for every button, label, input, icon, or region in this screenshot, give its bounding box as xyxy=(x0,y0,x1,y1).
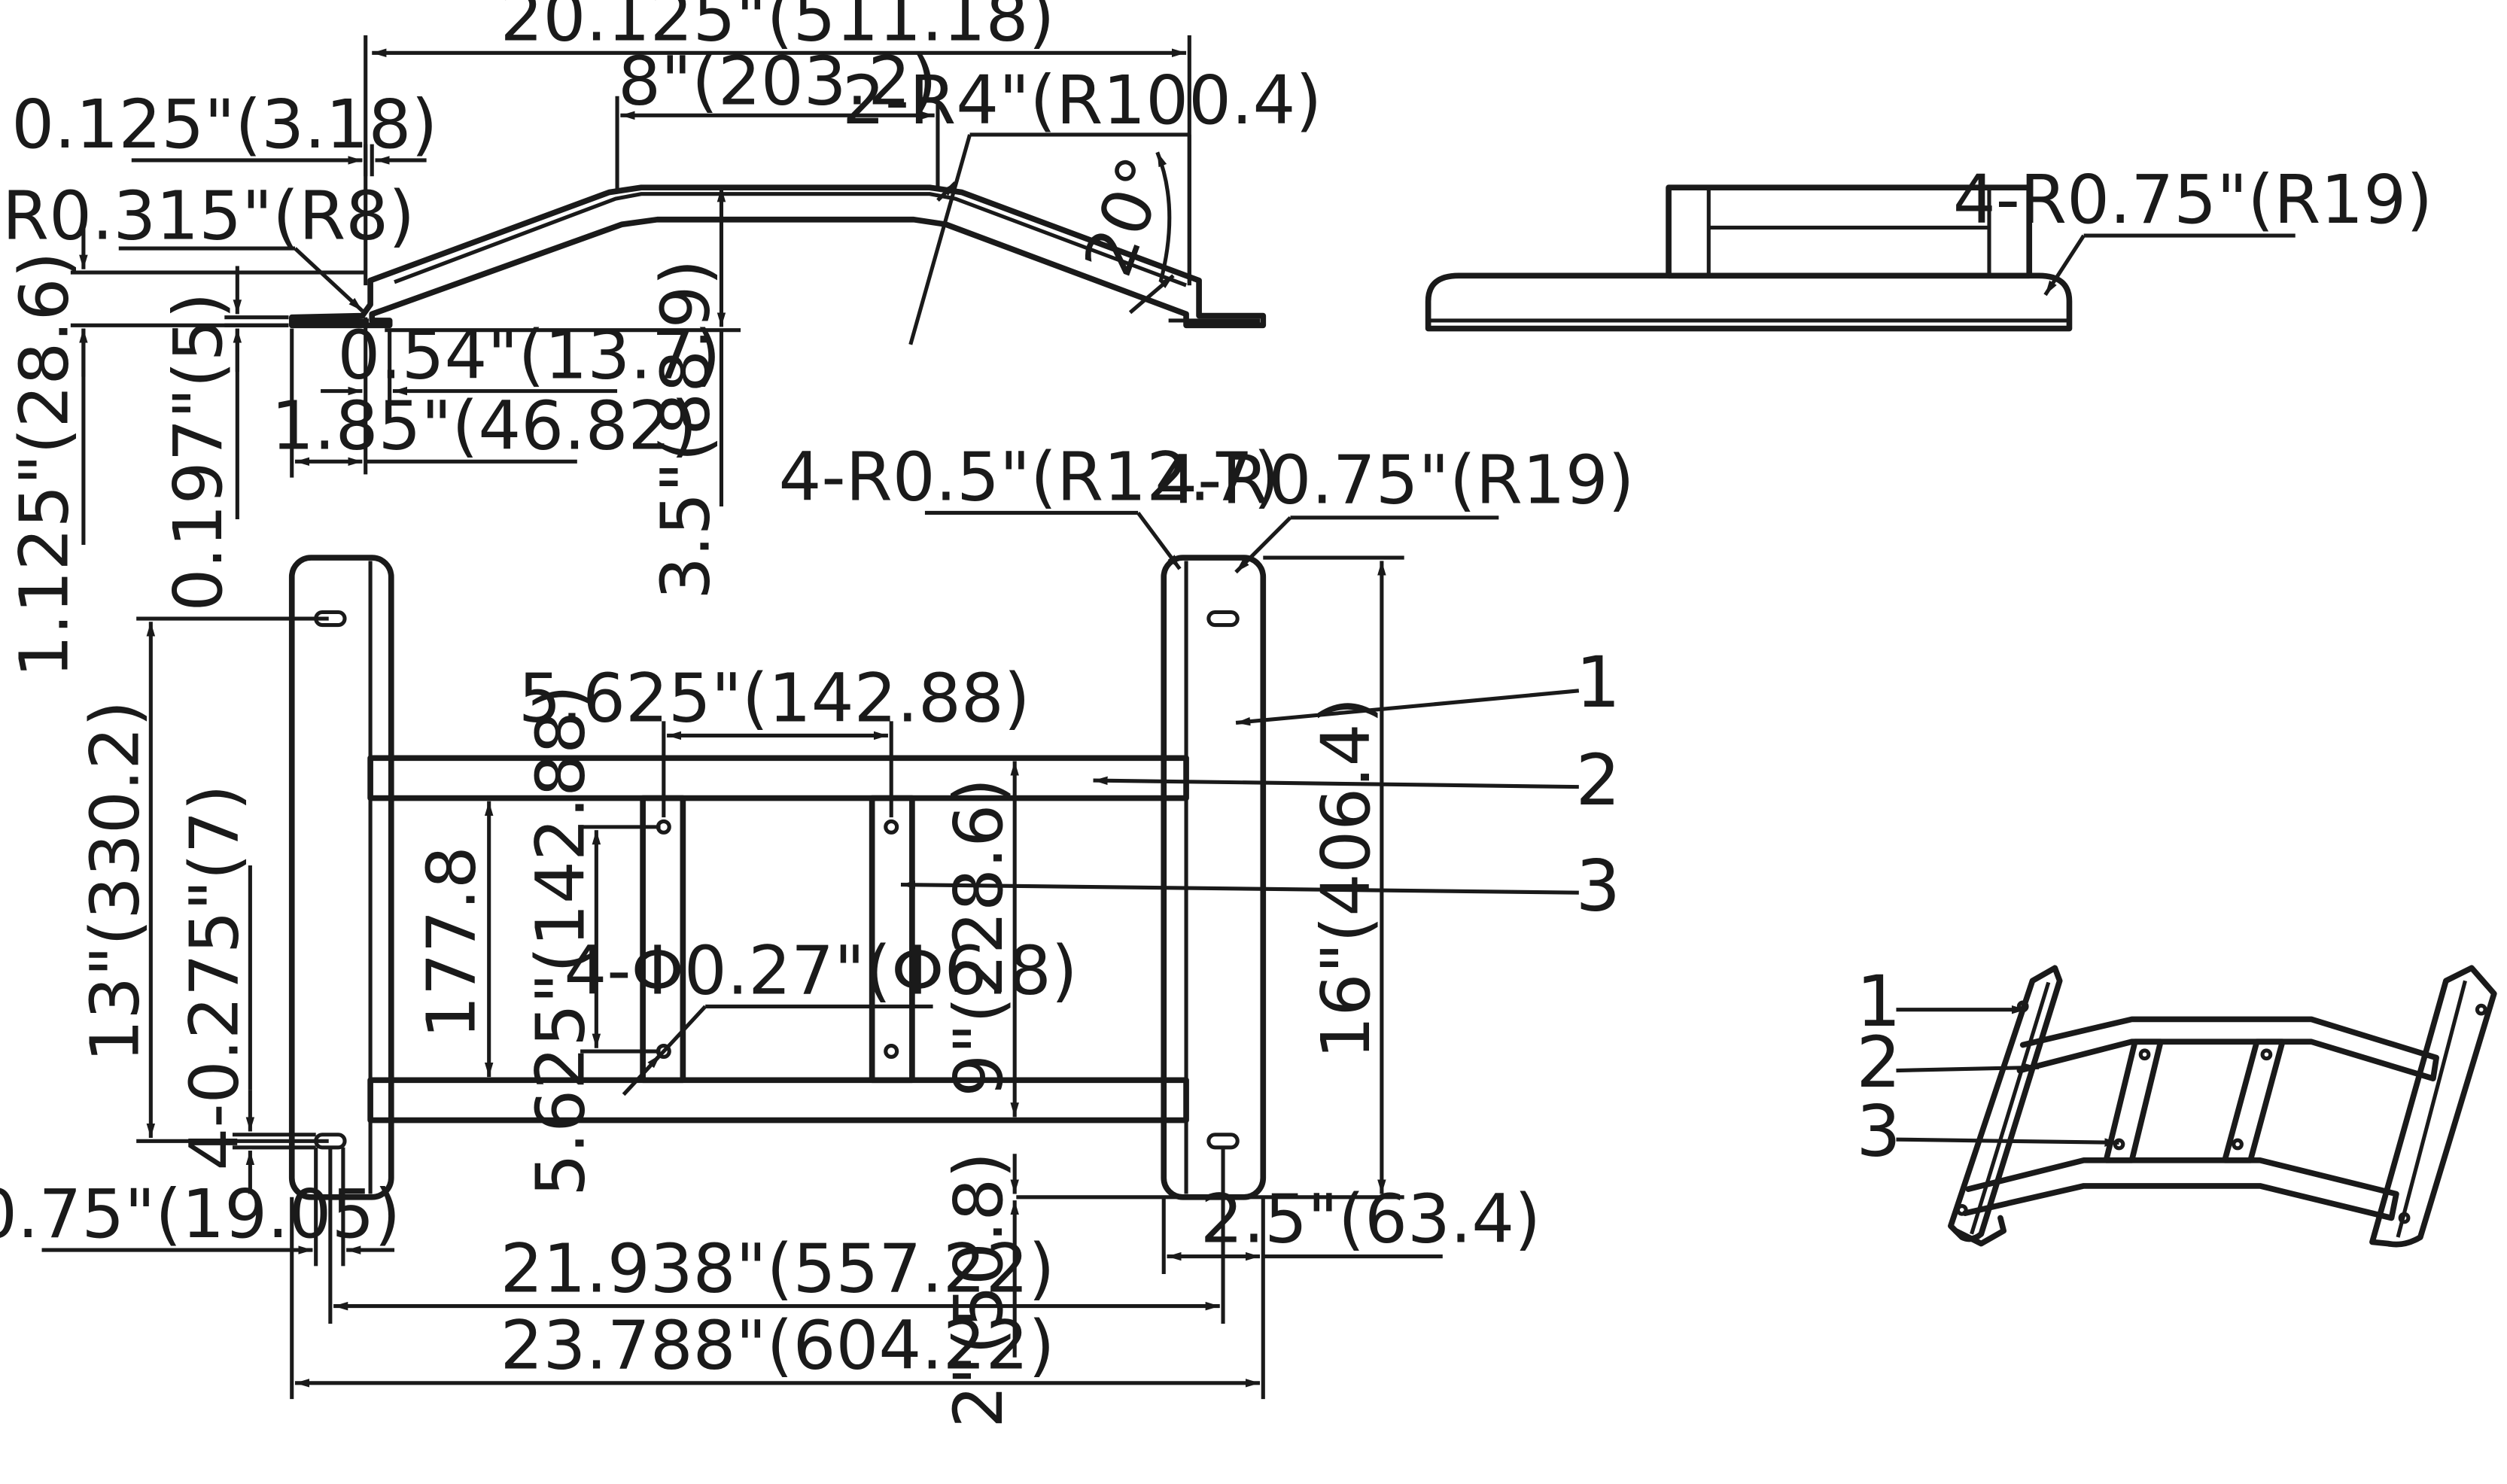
dim-overall-length: 20.125"(511.18) xyxy=(500,0,1055,56)
iso-top-crossbar xyxy=(2016,1016,2439,1082)
strap-hole xyxy=(884,1044,899,1060)
callout-2: 2 xyxy=(1576,740,1621,822)
dim-inner-height: 177.8 xyxy=(413,846,491,1038)
dim-plan-corner-radius: 4-R0.75"(R19) xyxy=(1155,442,1634,520)
dim-rail-width: 2.5"(63.4) xyxy=(1200,1180,1541,1258)
dim-inner-radius: R0.315"(R8) xyxy=(2,177,415,255)
dim-thickness: 0.125"(3.18) xyxy=(11,86,437,164)
bottom-crossbar xyxy=(367,1077,1189,1124)
dim-hole-dia: 4-Φ0.27"(Φ6.8) xyxy=(564,932,1077,1010)
dim-rise: 3.5"(88.9) xyxy=(647,260,725,600)
dim-slot-pitch-vertical: 13"(330.2) xyxy=(76,701,154,1063)
dim-slot-pitch-horizontal: 21.938"(557.22) xyxy=(500,1230,1055,1308)
dim-angle: 20° xyxy=(1069,147,1184,287)
side-view: 20.125"(511.18) 8"(203.2) 2-R4"(R100.4) … xyxy=(2,0,1322,678)
iso-right-rail xyxy=(2369,965,2497,1248)
dim-slot-radius: 4-R0.5"(R12.7) xyxy=(778,438,1279,516)
mounting-slot xyxy=(1206,610,1240,628)
dim-slot-offset: 4-0.75"(19.05) xyxy=(0,1175,400,1254)
side-profile-inner xyxy=(394,192,1187,287)
dim-foot-height: 0.197"(5) xyxy=(160,293,238,612)
isometric-view: 1 2 3 xyxy=(1856,961,2497,1248)
iso-bottom-crossbar xyxy=(1962,1157,2399,1221)
dim-rail-length: 16"(406.4) xyxy=(1307,698,1386,1060)
top-crossbar xyxy=(367,755,1189,801)
dim-total-height: 1.125"(28.6) xyxy=(6,252,84,678)
dim-end-corner-radius: 4-R0.75"(R19) xyxy=(1953,161,2432,239)
plan-view: 4-R0.5"(R12.7) 4-R0.75"(R19) 5.625"(142.… xyxy=(0,438,1635,1428)
dim-bar-spacing: 9"(228.6) xyxy=(940,778,1018,1097)
callout-1: 1 xyxy=(1576,642,1621,724)
iso-callout-2: 2 xyxy=(1856,1022,1901,1104)
iso-callout-3: 3 xyxy=(1856,1090,1901,1172)
iso-left-strap xyxy=(2103,1038,2164,1163)
dim-strap-spacing: 5.625"(142.88) xyxy=(519,659,1030,737)
dim-overall-width: 23.788"(604.22) xyxy=(500,1307,1055,1385)
dim-flat-top: 8"(203.2) xyxy=(618,42,937,120)
end-plate xyxy=(1425,272,2073,332)
iso-left-rail-foot xyxy=(1952,1215,2007,1247)
dim-bend-radius: 2-R4"(R100.4) xyxy=(842,62,1322,140)
iso-callout-1: 1 xyxy=(1856,961,1901,1043)
dim-slot-width: 4-0.275"(7) xyxy=(175,785,254,1171)
iso-right-strap xyxy=(2222,1038,2286,1163)
right-rail xyxy=(1161,555,1267,1200)
left-rail xyxy=(288,555,394,1200)
dim-flange-length: 1.85"(46.82) xyxy=(271,387,697,465)
end-view: 4-R0.75"(R19) xyxy=(1425,161,2432,332)
side-profile-outer xyxy=(288,184,1267,329)
callout-3: 3 xyxy=(1576,846,1621,928)
mounting-slot xyxy=(1206,1133,1240,1150)
dim-strap-hole-pitch: 5.625"(142.88) xyxy=(522,685,600,1197)
strap-hole xyxy=(884,819,899,835)
